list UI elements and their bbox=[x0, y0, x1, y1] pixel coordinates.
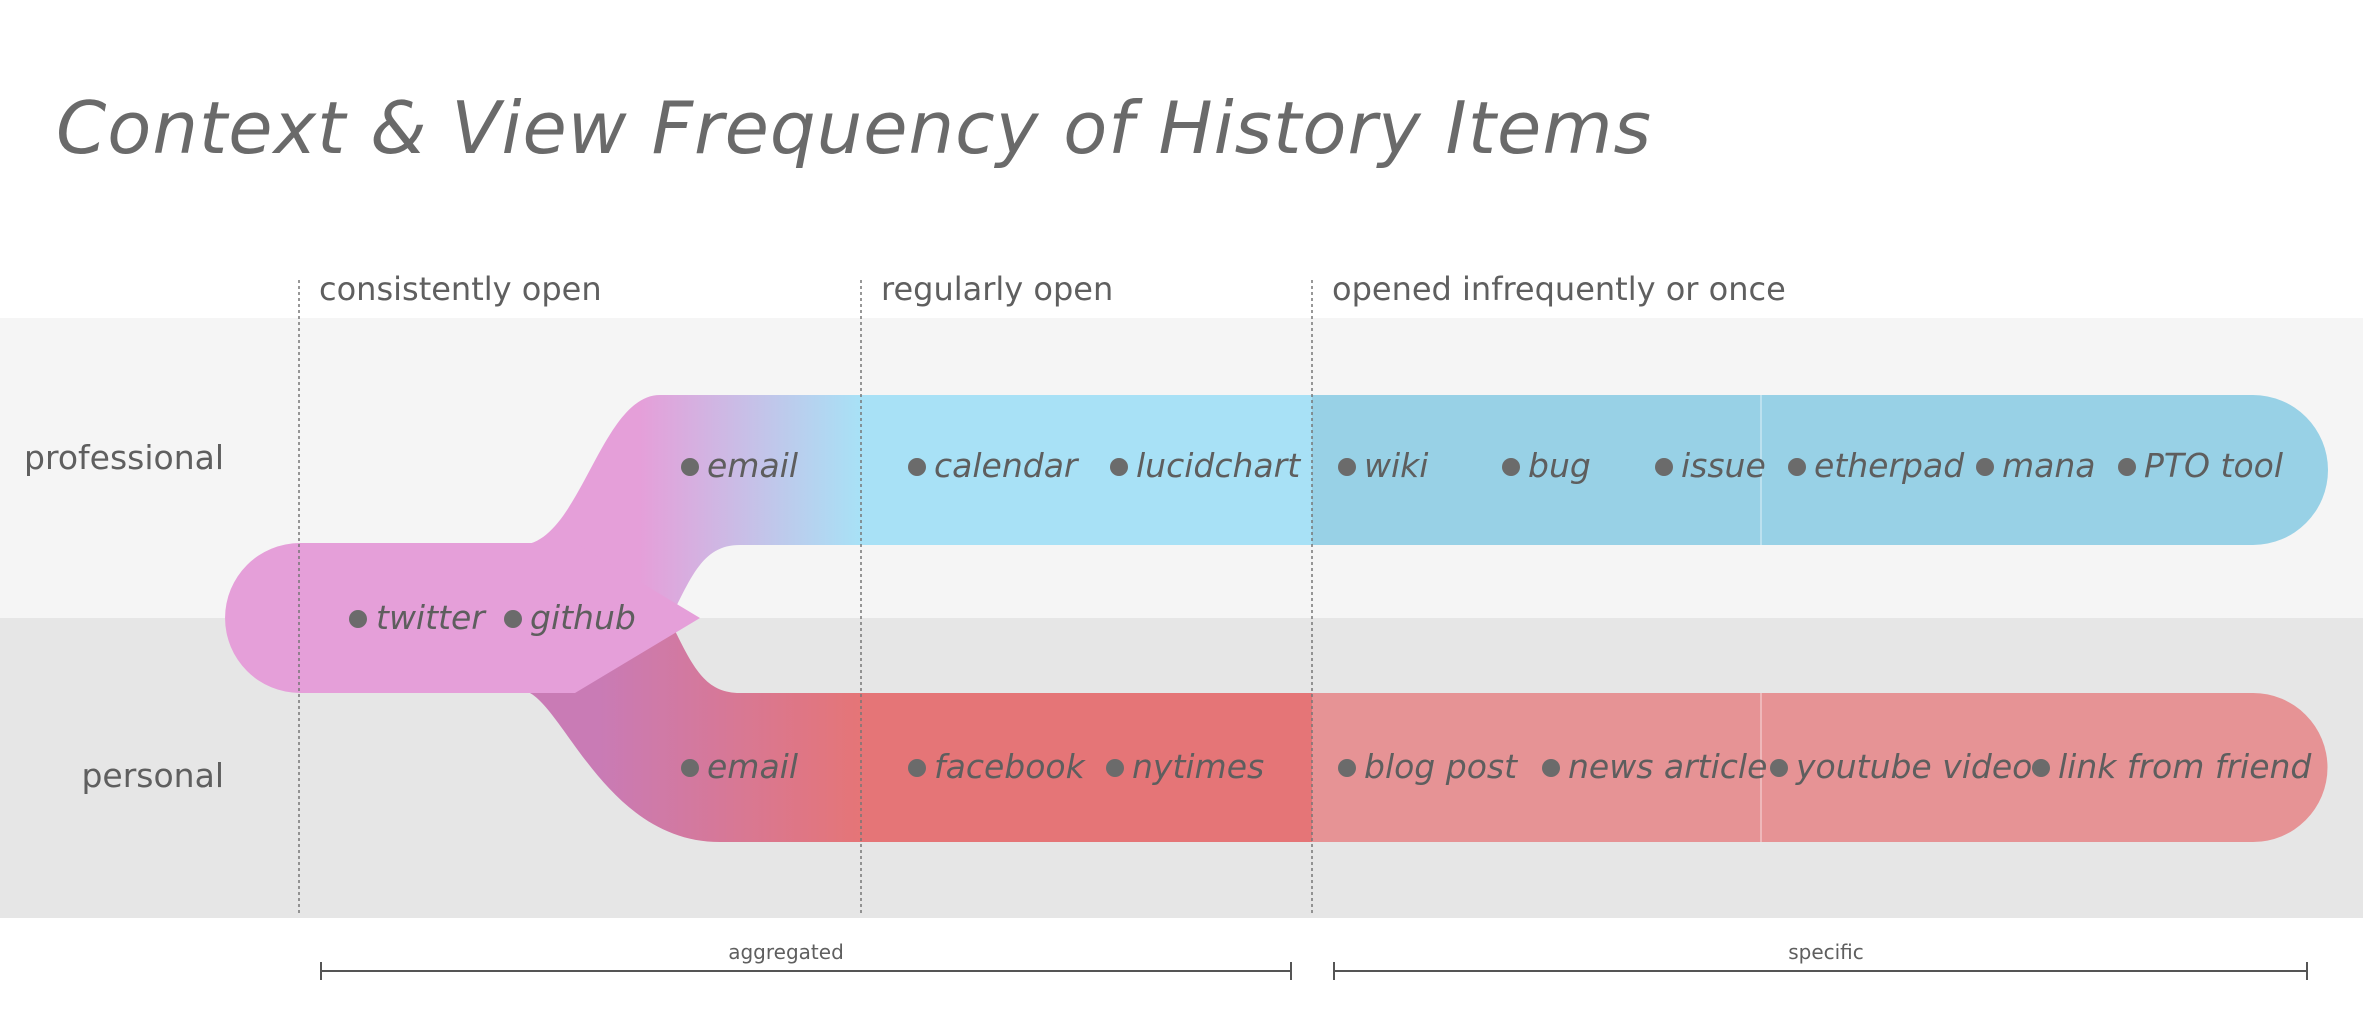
professional-infrequent-segment bbox=[1312, 395, 2328, 545]
item-dot bbox=[1502, 458, 1520, 476]
professional-flow bbox=[500, 395, 2328, 640]
personal-regular-segment bbox=[860, 693, 1312, 842]
item-email-personal: email bbox=[707, 747, 798, 786]
item-dot bbox=[1542, 759, 1560, 777]
column-header-regularly-open: regularly open bbox=[881, 270, 1113, 308]
item-pto-tool: PTO tool bbox=[2144, 446, 2283, 485]
item-dot bbox=[349, 610, 367, 628]
item-dot bbox=[908, 458, 926, 476]
diagram-title: Context & View Frequency of History Item… bbox=[56, 86, 1652, 170]
scale-label-aggregated: aggregated bbox=[728, 940, 844, 964]
item-dot bbox=[1106, 759, 1124, 777]
item-issue: issue bbox=[1681, 446, 1766, 485]
row-label-professional: professional bbox=[24, 438, 224, 477]
column-header-infrequent: opened infrequently or once bbox=[1332, 270, 1786, 308]
professional-regular-segment bbox=[860, 395, 1312, 545]
item-nytimes: nytimes bbox=[1132, 747, 1264, 786]
scale-specific: specific bbox=[1333, 940, 2308, 980]
item-twitter: twitter bbox=[376, 598, 487, 637]
scale-label-specific: specific bbox=[1788, 940, 1864, 964]
item-link-from-friend: link from friend bbox=[2058, 747, 2312, 786]
item-calendar: calendar bbox=[934, 446, 1080, 485]
personal-infrequent-segment bbox=[1312, 693, 2328, 842]
item-facebook: facebook bbox=[934, 747, 1087, 786]
item-email-professional: email bbox=[707, 446, 798, 485]
item-blog-post: blog post bbox=[1364, 747, 1518, 786]
item-dot bbox=[1338, 458, 1356, 476]
professional-items: email calendar lucidchart wiki bug issue… bbox=[681, 446, 2283, 485]
item-dot bbox=[681, 759, 699, 777]
shared-items: twitter github bbox=[349, 598, 636, 637]
item-dot bbox=[1110, 458, 1128, 476]
item-dot bbox=[1655, 458, 1673, 476]
item-mana: mana bbox=[2002, 446, 2096, 485]
personal-items: email facebook nytimes blog post news ar… bbox=[681, 747, 2312, 786]
item-bug: bug bbox=[1528, 446, 1591, 485]
shared-flow bbox=[225, 543, 700, 693]
item-dot bbox=[504, 610, 522, 628]
item-news-article: news article bbox=[1568, 747, 1767, 786]
item-etherpad: etherpad bbox=[1814, 446, 1965, 485]
item-github: github bbox=[530, 598, 636, 637]
item-dot bbox=[908, 759, 926, 777]
item-dot bbox=[681, 458, 699, 476]
item-youtube-video: youtube video bbox=[1795, 747, 2032, 786]
item-dot bbox=[1338, 759, 1356, 777]
item-dot bbox=[2118, 458, 2136, 476]
item-dot bbox=[1770, 759, 1788, 777]
item-dot bbox=[2032, 759, 2050, 777]
item-wiki: wiki bbox=[1364, 446, 1428, 485]
scale-aggregated: aggregated bbox=[320, 940, 1292, 980]
row-label-personal: personal bbox=[81, 756, 224, 795]
item-dot bbox=[1788, 458, 1806, 476]
column-header-consistently-open: consistently open bbox=[319, 270, 602, 308]
item-dot bbox=[1976, 458, 1994, 476]
item-lucidchart: lucidchart bbox=[1136, 446, 1301, 485]
